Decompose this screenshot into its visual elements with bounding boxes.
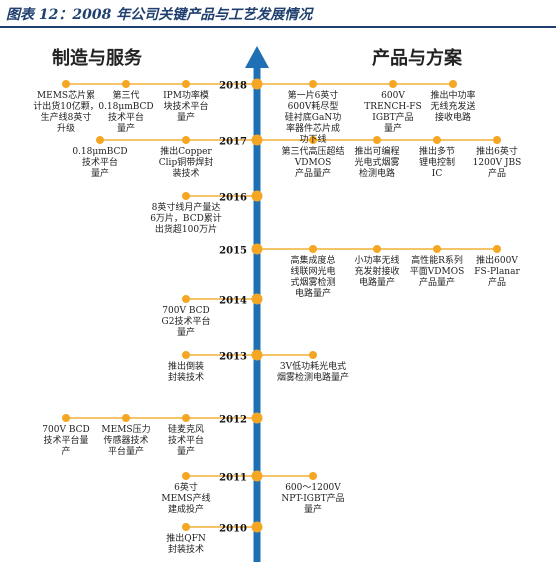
event-node: [122, 414, 130, 422]
event-label-right: 推出中功率 无线充发送 接收电路: [430, 91, 476, 123]
year-label: 2016: [219, 192, 247, 204]
event-label-left: MEMS压力 传感器技术 平台量产: [101, 425, 151, 457]
event-node: [433, 136, 441, 144]
year-node: [251, 470, 263, 482]
year-node: [251, 190, 263, 202]
event-label-right: 推出可编程 光电式烟雾 检测电路: [354, 147, 400, 179]
event-label-left: 6英寸 MEMS产线 建成投产: [161, 483, 211, 515]
event-node: [182, 295, 190, 303]
event-node: [373, 136, 381, 144]
year-label: 2013: [219, 351, 247, 363]
event-node: [96, 136, 104, 144]
event-node: [309, 136, 317, 144]
event-node: [122, 80, 130, 88]
event-label-right: 推出600V FS-Planar 产品: [474, 256, 520, 288]
year-label: 2012: [219, 414, 247, 426]
event-node: [182, 523, 190, 531]
event-node: [309, 245, 317, 253]
right-heading: 产品与方案: [372, 48, 462, 69]
event-node: [309, 80, 317, 88]
event-label-left: 推出QFN 封装技术: [166, 534, 206, 555]
event-node: [182, 472, 190, 480]
event-node: [62, 414, 70, 422]
event-node: [182, 351, 190, 359]
event-node: [449, 80, 457, 88]
event-label-left: 硅麦克风 技术平台 量产: [167, 425, 205, 457]
event-label-right: 600～1200V NPT-IGBT产品 量产: [281, 483, 345, 515]
event-node: [62, 80, 70, 88]
event-node: [309, 472, 317, 480]
event-node: [182, 414, 190, 422]
event-label-right: 高集成度总 线联网光电 式烟雾检测 电路量产: [290, 256, 336, 299]
year-node: [251, 78, 263, 90]
left-heading: 制造与服务: [52, 48, 142, 69]
event-label-right: 第三代高压超结 VDMOS 产品量产: [281, 147, 345, 179]
event-label-left: 第三代 0.18μmBCD 技术平台 量产: [98, 91, 154, 134]
event-label-right: 第一片6英寸 600V耗尽型 硅衬底GaN功 率器件芯片成 功下线: [284, 91, 342, 145]
event-label-right: 3V低功耗光电式 烟雾检测电路量产: [276, 362, 350, 383]
event-node: [493, 245, 501, 253]
year-node: [251, 293, 263, 305]
figure-title: 图表 12：2008 年公司关键产品与工艺发展情况: [6, 7, 313, 23]
event-label-right: 高性能R系列 平面VDMOS 产品量产: [409, 256, 465, 288]
event-label-right: 小功率无线 充发射接收 电路量产: [354, 256, 400, 288]
event-node: [182, 80, 190, 88]
axis-arrowhead: [245, 46, 269, 68]
title-rule: [0, 26, 556, 28]
event-label-left: MEMS芯片累 计出货10亿颗， 生产线8英寸 升级: [33, 91, 99, 134]
year-node: [251, 412, 263, 424]
year-node: [251, 243, 263, 255]
event-node: [433, 245, 441, 253]
year-node: [251, 134, 263, 146]
year-node: [251, 521, 263, 533]
event-label-left: 0.18μmBCD 技术平台 量产: [72, 147, 128, 179]
event-label-right: 600V TRENCH-FS IGBT产品 量产: [364, 91, 422, 134]
event-node: [182, 192, 190, 200]
event-label-left: 700V BCD G2技术平台 量产: [161, 306, 211, 338]
event-label-right: 推出6英寸 1200V JBS 产品: [472, 147, 522, 179]
event-label-left: 推出Copper Clip铜带焊封 装技术: [158, 147, 214, 179]
year-label: 2015: [219, 245, 247, 257]
event-node: [309, 351, 317, 359]
event-label-left: 8英寸线月产量达 6万片，BCD累计 出货超100万片: [150, 203, 222, 235]
event-label-right: 推出多节 锂电控制 IC: [418, 147, 456, 179]
year-label: 2011: [219, 472, 247, 484]
event-node: [373, 245, 381, 253]
event-node: [493, 136, 501, 144]
event-label-left: 推出倒装 封装技术: [167, 362, 205, 383]
event-label-left: 700V BCD 技术平台量 产: [42, 425, 90, 457]
year-label: 2014: [219, 295, 247, 307]
event-label-left: IPM功率模 块技术平台 量产: [163, 91, 209, 123]
event-node: [182, 136, 190, 144]
event-node: [389, 80, 397, 88]
year-label: 2018: [219, 80, 247, 92]
year-node: [251, 349, 263, 361]
year-label: 2017: [219, 136, 247, 148]
year-label: 2010: [219, 523, 247, 535]
